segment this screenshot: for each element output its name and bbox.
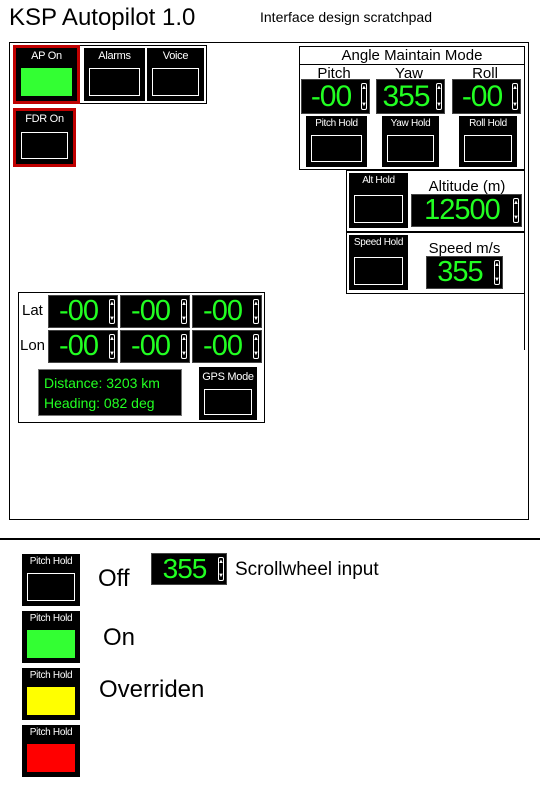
navigation-readout: Distance: 3203 km Heading: 082 deg <box>38 369 182 416</box>
voice-button[interactable]: Voice <box>147 48 204 101</box>
lat-minutes-spinner[interactable]: ▲▼ <box>179 297 188 326</box>
lat-label: Lat <box>22 302 43 319</box>
angle-mode-title: Angle Maintain Mode <box>341 47 483 64</box>
lon-degrees-spinner[interactable]: ▲▼ <box>107 332 116 361</box>
altitude-spinner[interactable]: ▲▼ <box>511 196 520 225</box>
pitch-spinner[interactable]: ▲▼ <box>359 81 368 112</box>
legend-off-button: Pitch Hold <box>22 554 80 606</box>
fdr-on-label: FDR On <box>25 113 64 125</box>
gps-mode-button[interactable]: GPS Mode <box>199 367 257 420</box>
lat-minutes-input[interactable]: -00 ▲▼ <box>120 295 190 328</box>
legend-off-button-label: Pitch Hold <box>29 556 73 567</box>
legend-overriden-text: Overriden <box>99 676 205 703</box>
gps-mode-label: GPS Mode <box>202 371 254 383</box>
legend-scroll-text: Scrollwheel input <box>235 559 379 580</box>
ap-on-indicator <box>21 68 72 96</box>
legend-overriden-indicator <box>27 687 75 715</box>
legend-scroll-value: 355 <box>162 553 208 584</box>
speed-hold-label: Speed Hold <box>353 237 404 248</box>
lat-seconds-value: -00 <box>203 295 243 327</box>
lon-label: Lon <box>20 337 46 354</box>
speed-hold-button[interactable]: Speed Hold <box>349 235 408 290</box>
voice-label: Voice <box>162 50 189 62</box>
pitch-hold-label: Pitch Hold <box>315 118 358 129</box>
lon-seconds-input[interactable]: -00 ▲▼ <box>192 330 262 363</box>
lon-minutes-value: -00 <box>131 330 171 362</box>
alt-hold-label: Alt Hold <box>362 175 395 186</box>
lat-degrees-value: -00 <box>59 295 99 327</box>
legend-overriden-button: Pitch Hold <box>22 668 80 720</box>
legend-off-text: Off <box>98 565 130 592</box>
altitude-value: 12500 <box>424 194 501 226</box>
yaw-hold-indicator <box>387 135 434 162</box>
legend-alarm-button-label: Pitch Hold <box>29 727 73 738</box>
lon-degrees-input[interactable]: -00 ▲▼ <box>48 330 118 363</box>
pitch-value: -00 <box>310 79 352 113</box>
fdr-on-button[interactable]: FDR On <box>16 111 73 164</box>
speed-value: 355 <box>437 256 483 288</box>
roll-spinner[interactable]: ▲▼ <box>510 81 519 112</box>
alarms-indicator <box>89 68 140 96</box>
fdr-on-indicator <box>21 132 68 159</box>
roll-hold-label: Roll Hold <box>469 118 507 129</box>
legend-off-indicator <box>27 573 75 601</box>
alarms-button[interactable]: Alarms <box>84 48 145 101</box>
altitude-label: Altitude (m) <box>428 178 506 195</box>
roll-hold-indicator <box>464 135 512 162</box>
pitch-input[interactable]: -00 ▲▼ <box>301 79 370 114</box>
legend-on-text: On <box>103 624 136 651</box>
page-title: KSP Autopilot 1.0 <box>9 4 196 31</box>
lon-minutes-spinner[interactable]: ▲▼ <box>179 332 188 361</box>
pitch-hold-indicator <box>311 135 362 162</box>
heading-readout: Heading: 082 deg <box>44 395 155 411</box>
yaw-hold-label: Yaw Hold <box>390 118 431 129</box>
legend-on-button-label: Pitch Hold <box>29 613 73 624</box>
gps-mode-indicator <box>204 389 252 415</box>
ap-on-label: AP On <box>31 50 62 62</box>
alt-hold-indicator <box>354 195 403 223</box>
yaw-hold-button[interactable]: Yaw Hold <box>382 116 439 167</box>
yaw-spinner[interactable]: ▲▼ <box>434 81 443 112</box>
alarms-label: Alarms <box>98 50 131 62</box>
speed-hold-indicator <box>354 257 403 285</box>
roll-hold-button[interactable]: Roll Hold <box>459 116 517 167</box>
ap-on-button[interactable]: AP On <box>16 48 77 101</box>
roll-value: -00 <box>461 79 503 113</box>
yaw-label: Yaw <box>394 65 424 82</box>
lat-minutes-value: -00 <box>131 295 171 327</box>
lat-degrees-spinner[interactable]: ▲▼ <box>107 297 116 326</box>
pitch-hold-button[interactable]: Pitch Hold <box>306 116 367 167</box>
yaw-input[interactable]: 355 ▲▼ <box>376 79 445 114</box>
yaw-value: 355 <box>382 79 430 113</box>
lat-seconds-input[interactable]: -00 ▲▼ <box>192 295 262 328</box>
speed-spinner[interactable]: ▲▼ <box>492 258 501 287</box>
legend-overriden-button-label: Pitch Hold <box>29 670 73 681</box>
pitch-label: Pitch <box>317 65 351 82</box>
voice-indicator <box>152 68 199 96</box>
legend-scroll-input: 355 ▲▼ <box>151 553 227 585</box>
section-divider <box>0 538 540 540</box>
altitude-input[interactable]: 12500 ▲▼ <box>411 194 522 227</box>
lon-seconds-value: -00 <box>203 330 243 362</box>
legend-alarm-indicator <box>27 744 75 772</box>
distance-readout: Distance: 3203 km <box>44 375 160 391</box>
speed-label: Speed m/s <box>428 240 501 257</box>
lat-degrees-input[interactable]: -00 ▲▼ <box>48 295 118 328</box>
roll-label: Roll <box>472 65 498 82</box>
main-panel-frame <box>9 42 529 520</box>
lon-seconds-spinner[interactable]: ▲▼ <box>251 332 260 361</box>
lon-minutes-input[interactable]: -00 ▲▼ <box>120 330 190 363</box>
speed-input[interactable]: 355 ▲▼ <box>426 256 503 289</box>
legend-on-button: Pitch Hold <box>22 611 80 663</box>
lat-seconds-spinner[interactable]: ▲▼ <box>251 297 260 326</box>
roll-input[interactable]: -00 ▲▼ <box>452 79 521 114</box>
legend-alarm-button: Pitch Hold <box>22 725 80 777</box>
legend-on-indicator <box>27 630 75 658</box>
angle-title-divider <box>299 64 525 65</box>
legend-scroll-spinner: ▲▼ <box>216 555 225 583</box>
alt-hold-button[interactable]: Alt Hold <box>349 173 408 228</box>
lon-degrees-value: -00 <box>59 330 99 362</box>
right-divider-line <box>524 294 525 350</box>
page-subtitle: Interface design scratchpad <box>260 9 432 25</box>
